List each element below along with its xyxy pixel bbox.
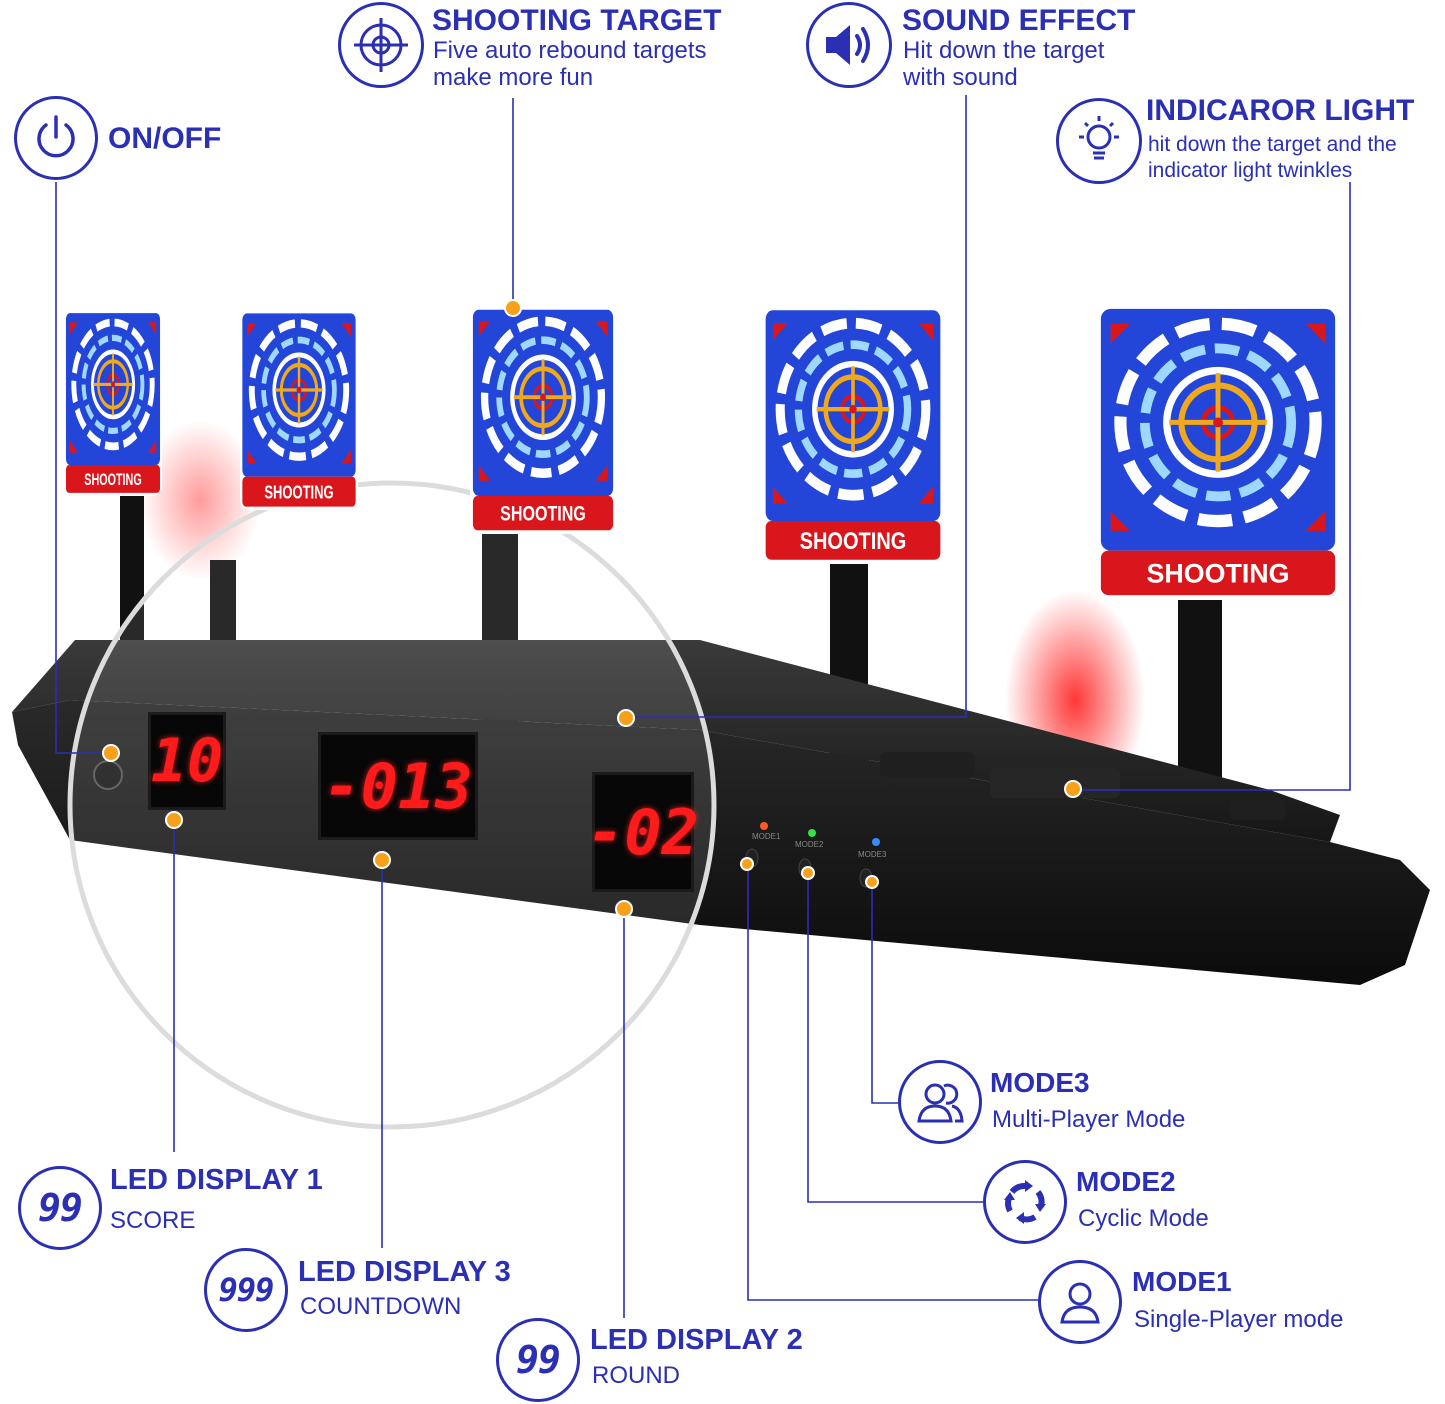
cycle-icon bbox=[983, 1160, 1067, 1244]
base-mode2-label: MODE2 bbox=[795, 840, 824, 849]
callout-dot-led1 bbox=[165, 811, 183, 829]
callout-dot-mode1 bbox=[740, 857, 754, 871]
crosshair-icon bbox=[338, 2, 424, 88]
led-display-3-sub: COUNTDOWN bbox=[300, 1293, 462, 1320]
callout-dot-indicator bbox=[1064, 780, 1082, 798]
indicator-glow-left bbox=[140, 420, 260, 580]
shooting-target-line1: Five auto rebound targets bbox=[433, 37, 707, 64]
target-3-label: SHOOTING bbox=[500, 502, 586, 526]
mode1-sub: Single-Player mode bbox=[1134, 1306, 1344, 1333]
indicator-light-line1: hit down the target and the bbox=[1148, 133, 1397, 156]
sound-effect-line2: with sound bbox=[903, 64, 1018, 91]
shooting-target-title: SHOOTING TARGET bbox=[432, 4, 722, 37]
callout-dot-power bbox=[102, 744, 120, 762]
mode2-sub: Cyclic Mode bbox=[1078, 1205, 1209, 1232]
target-4: SHOOTING bbox=[762, 306, 944, 564]
sound-effect-title: SOUND EFFECT bbox=[902, 4, 1136, 37]
score-display: 10 bbox=[148, 712, 226, 810]
led-display-1-title: LED DISPLAY 1 bbox=[110, 1164, 323, 1196]
indicator-light-title: INDICAROR LIGHT bbox=[1146, 94, 1415, 127]
target-5: SHOOTING bbox=[1096, 304, 1340, 600]
callout-dot-led2 bbox=[615, 900, 633, 918]
base-top bbox=[12, 640, 1340, 842]
target-2: SHOOTING bbox=[240, 310, 358, 510]
callout-dot-led3 bbox=[373, 851, 391, 869]
target-2-label: SHOOTING bbox=[264, 483, 333, 503]
shooting-target-line2: make more fun bbox=[433, 64, 594, 91]
mode2-title: MODE2 bbox=[1076, 1166, 1176, 1197]
led-display-2-title: LED DISPLAY 2 bbox=[590, 1324, 803, 1356]
round-display: -02 bbox=[587, 772, 699, 892]
multi-user-icon bbox=[898, 1060, 982, 1144]
target-5-label: SHOOTING bbox=[1146, 559, 1289, 589]
led-display-1-sub: SCORE bbox=[110, 1207, 196, 1234]
led-display-3-title: LED DISPLAY 3 bbox=[298, 1256, 511, 1288]
power-icon bbox=[14, 96, 98, 180]
base-mode1-label: MODE1 bbox=[752, 832, 781, 841]
callout-dot-mode3 bbox=[865, 875, 879, 889]
mode2-led bbox=[808, 829, 816, 837]
target-1: SHOOTING bbox=[64, 310, 162, 496]
base-mode3-label: MODE3 bbox=[858, 850, 887, 859]
on-off-title: ON/OFF bbox=[108, 122, 222, 155]
led-display-2-sub: ROUND bbox=[592, 1362, 680, 1389]
lightbulb-icon bbox=[1056, 98, 1142, 184]
target-3: SHOOTING bbox=[470, 306, 616, 534]
target-1-label: SHOOTING bbox=[84, 471, 141, 490]
indicator-light-line2: indicator light twinkles bbox=[1148, 159, 1353, 182]
target-4-label: SHOOTING bbox=[800, 527, 907, 554]
led-display-2-icon: 99 bbox=[496, 1318, 580, 1402]
mode3-title: MODE3 bbox=[990, 1067, 1090, 1098]
mode3-led bbox=[872, 838, 880, 846]
callout-dot-mode2 bbox=[801, 866, 815, 880]
mode1-led bbox=[760, 822, 768, 830]
mode3-sub: Multi-Player Mode bbox=[992, 1106, 1186, 1133]
led-display-3-icon: 999 bbox=[204, 1248, 288, 1332]
single-user-icon bbox=[1038, 1260, 1122, 1344]
mode1-title: MODE1 bbox=[1132, 1266, 1232, 1297]
speaker-icon bbox=[806, 2, 892, 88]
callout-dot-sound bbox=[617, 709, 635, 727]
led-display-1-icon: 99 bbox=[18, 1166, 102, 1250]
countdown-display: -013 bbox=[318, 732, 478, 840]
sound-effect-line1: Hit down the target bbox=[903, 37, 1105, 64]
callout-dot-target bbox=[504, 299, 522, 317]
